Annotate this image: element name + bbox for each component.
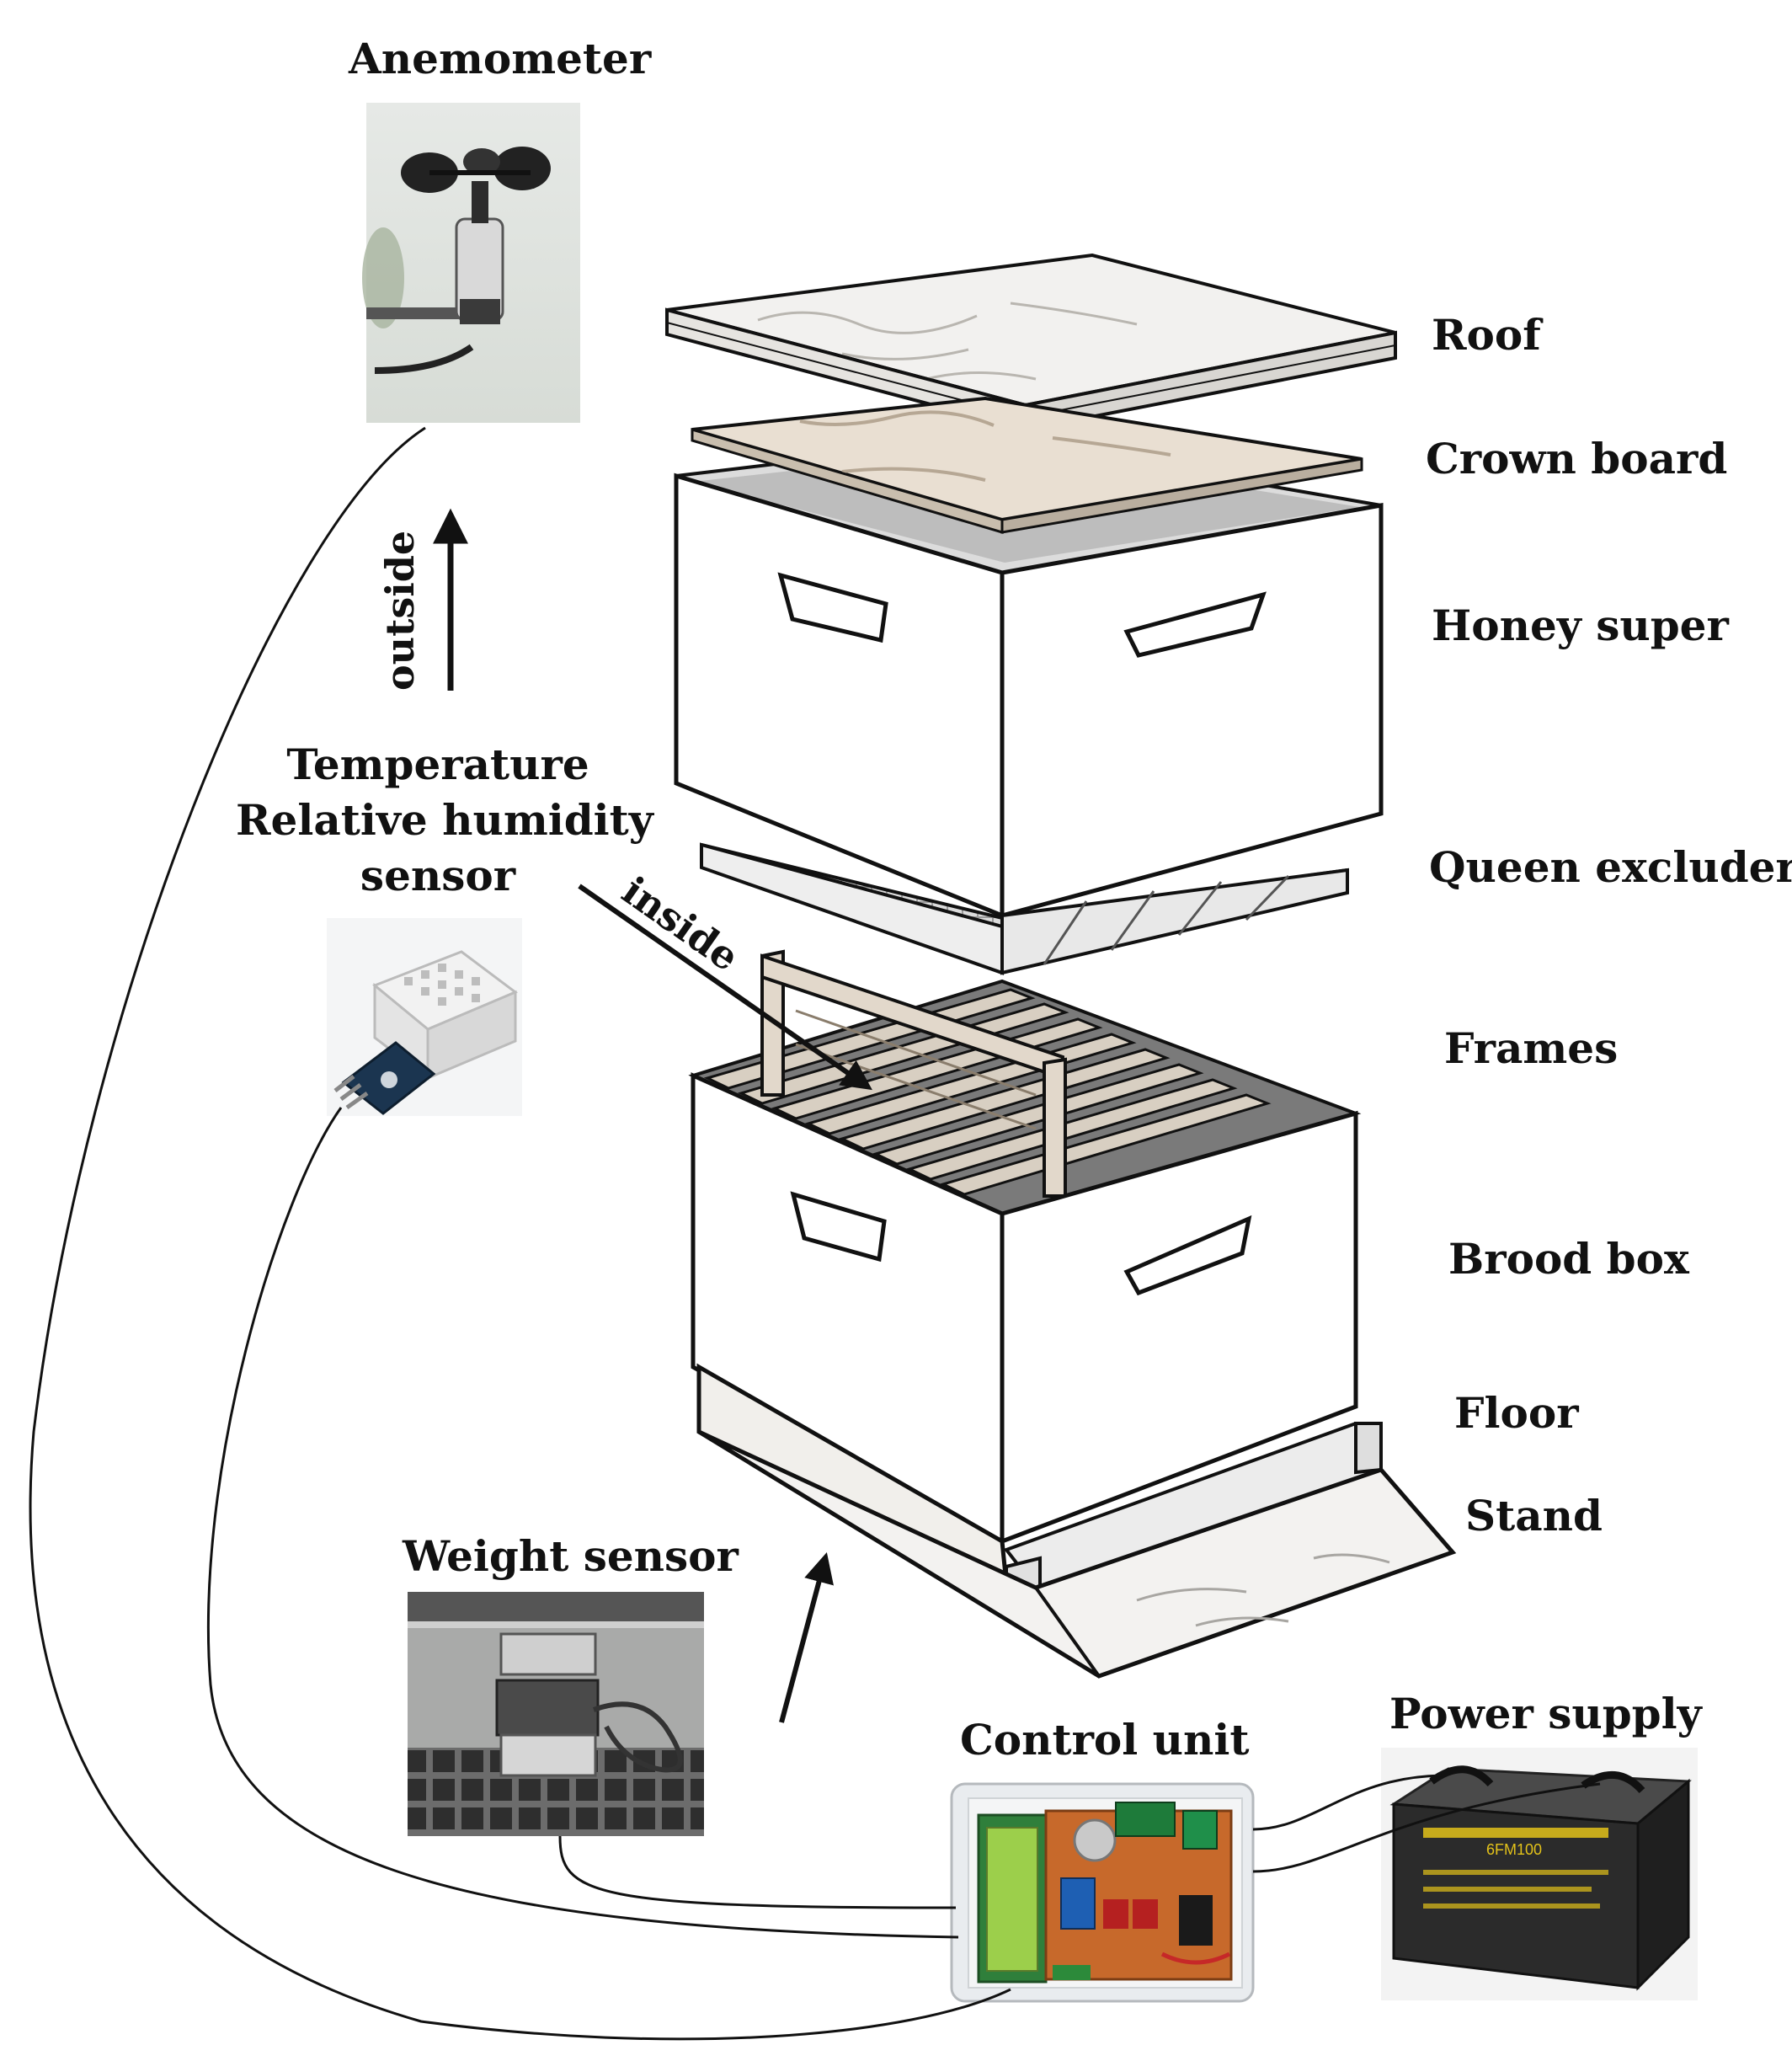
temperature-label-line1: Temperature [286, 740, 589, 789]
queen-excluder-part [700, 842, 1349, 975]
inside-arrow [578, 884, 872, 1091]
temperature-humidity-sensor-photo [327, 918, 522, 1116]
frames-label: Frames [1444, 1023, 1619, 1073]
crown-board-label: Crown board [1426, 434, 1728, 483]
stand-label: Stand [1465, 1491, 1603, 1540]
power-supply-label: Power supply [1389, 1689, 1702, 1738]
power-wire-2 [1252, 1782, 1601, 1873]
control-unit-label: Control unit [960, 1715, 1250, 1765]
outside-arrow-label: outside [377, 530, 423, 691]
brood-box-label: Brood box [1448, 1234, 1689, 1284]
queen-excluder-label: Queen excluder [1429, 842, 1792, 892]
wires [29, 426, 1601, 2041]
temperature-label-line3: sensor [360, 851, 516, 900]
stand-part [697, 1429, 1457, 1679]
anemometer-wire [29, 426, 1011, 2041]
weight-sensor-photo [408, 1592, 704, 1836]
brood-box-part [691, 1072, 1358, 1546]
anemometer-label: Anemometer [349, 34, 652, 83]
floor-label: Floor [1454, 1388, 1579, 1438]
anemometer-photo [362, 103, 580, 423]
power-wire-1 [1252, 1774, 1443, 1831]
roof-part [665, 253, 1397, 432]
crown-board-part [691, 396, 1363, 535]
frames-part [688, 949, 1362, 1216]
weight-sensor-label: Weight sensor [403, 1531, 739, 1581]
power-supply-photo: 6FM100 [1381, 1748, 1698, 2000]
honey-super-label: Honey super [1432, 601, 1729, 650]
control-unit-photo [950, 1782, 1255, 2003]
weight-arrow [779, 1552, 834, 1723]
temperature-label-line2: Relative humidity [236, 795, 653, 845]
weight-sensor-wire [558, 1835, 957, 1909]
roof-label: Roof [1432, 310, 1541, 360]
battery-model-text: 6FM100 [1486, 1841, 1542, 1858]
temperature-humidity-sensor-label: Temperature Relative humidity sensor [236, 737, 653, 904]
temp-sensor-wire [206, 1107, 959, 1939]
